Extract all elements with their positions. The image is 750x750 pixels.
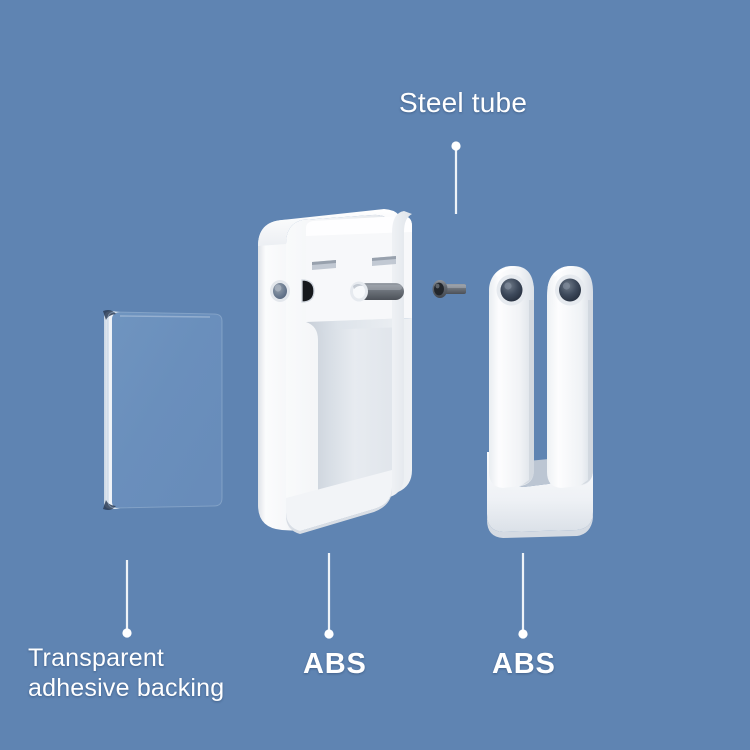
part-u-hook	[487, 265, 593, 538]
label-adhesive-line-1: Transparent	[28, 644, 165, 672]
label-abs-hook: ABS	[492, 648, 556, 680]
label-adhesive-line-2: adhesive backing	[28, 673, 225, 702]
bracket-left-hole	[270, 280, 290, 302]
part-bracket-body	[258, 209, 412, 534]
label-steel-tube: Steel tube	[399, 87, 528, 118]
callout-leaders	[122, 141, 528, 639]
leader-adhesive-backing	[122, 560, 132, 638]
leader-abs-bracket	[324, 553, 334, 639]
part-adhesive-pad	[103, 310, 223, 510]
leader-abs-hook	[518, 553, 528, 639]
bracket-pin-assembly	[350, 281, 404, 302]
label-abs-bracket: ABS	[303, 648, 367, 680]
leader-steel-tube	[451, 141, 461, 214]
bracket-slot	[301, 279, 315, 303]
part-steel-tube	[432, 280, 466, 298]
